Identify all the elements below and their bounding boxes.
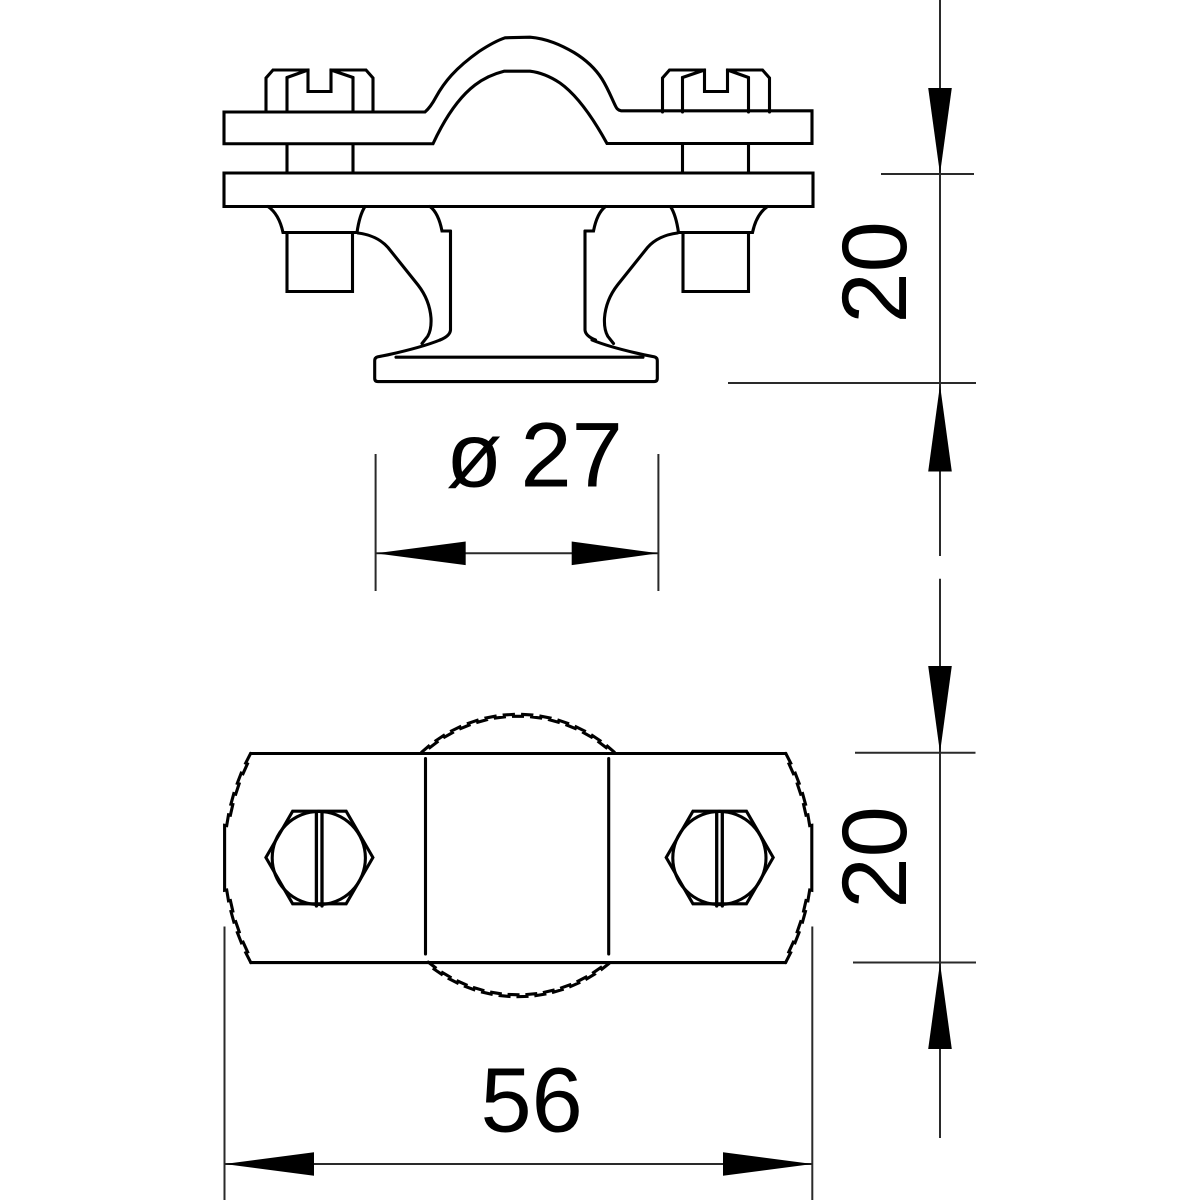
svg-text:20: 20 bbox=[824, 806, 926, 908]
svg-text:27: 27 bbox=[521, 405, 623, 507]
svg-text:ø: ø bbox=[446, 405, 502, 507]
svg-text:56: 56 bbox=[481, 1050, 583, 1152]
svg-text:20: 20 bbox=[824, 221, 926, 323]
